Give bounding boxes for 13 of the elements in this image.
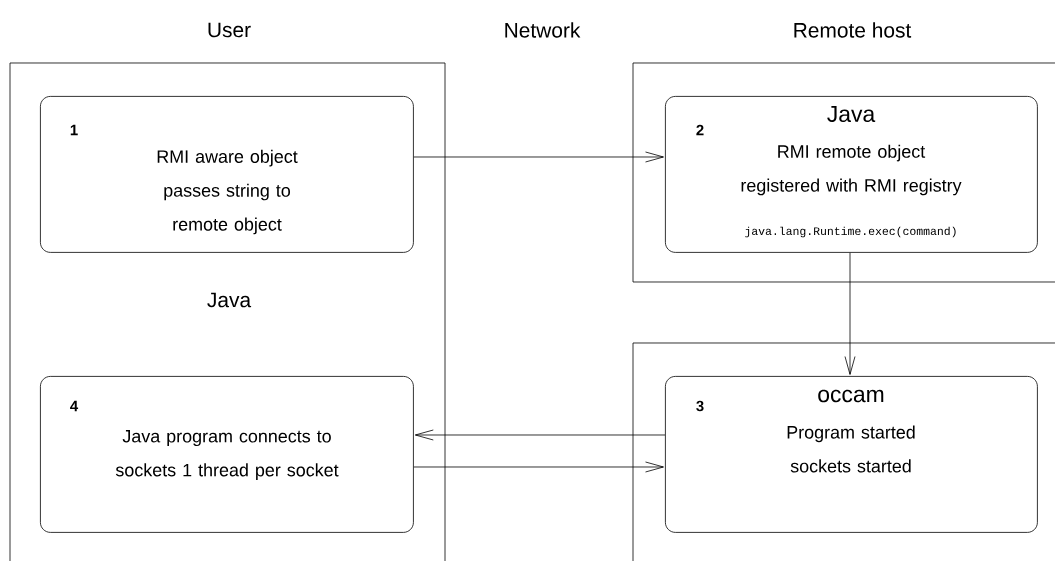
column-heading: Remote host xyxy=(794,22,912,38)
column-heading: Network xyxy=(505,22,581,38)
panel xyxy=(632,62,1055,283)
arrow xyxy=(414,429,666,441)
process-box: 1 RMI aware object passes string to remote object xyxy=(40,96,414,253)
arrow xyxy=(413,461,664,473)
arrow xyxy=(413,151,664,163)
column-heading: User xyxy=(208,22,251,38)
process-box: 3 occam Program started sockets started xyxy=(665,376,1038,533)
arrow xyxy=(844,252,856,375)
panel xyxy=(632,342,1055,561)
process-box: 2 Java RMI remote object registered with RMI registry java.lang.Runtime.exec(command) xyxy=(665,96,1038,253)
process-box: 4 Java program connects to sockets 1 thread per socket xyxy=(40,376,414,533)
